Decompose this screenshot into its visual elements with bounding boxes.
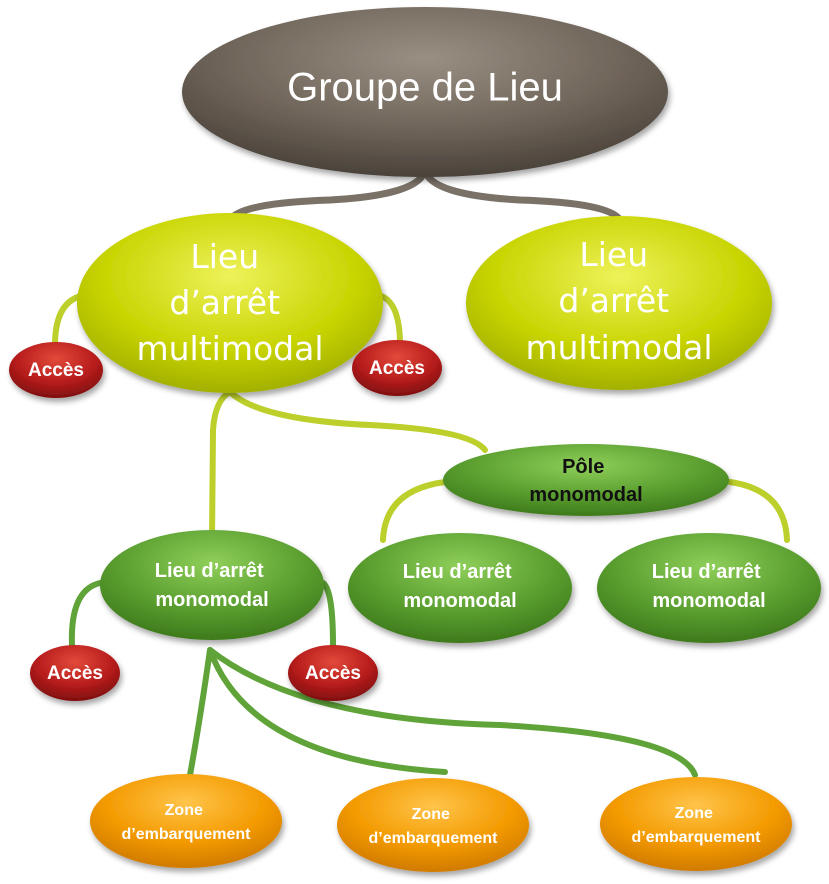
- zone-node-mid: [337, 778, 529, 872]
- monomodal-node-mid: [348, 533, 572, 643]
- pole-line-1: Pôle: [562, 456, 604, 478]
- multimodal-right-line-2: d’arrêt: [558, 281, 669, 320]
- acces-node-top-left: [9, 342, 103, 398]
- zone-node-right: [600, 777, 792, 871]
- acces-top-left-label: Accès: [28, 360, 84, 381]
- connectors: [52, 166, 790, 778]
- connector-monomodal-to-zone-left: [187, 647, 213, 778]
- pole-label: Pôle monomodal: [529, 456, 642, 506]
- acces-top-right-label: Accès: [369, 358, 425, 379]
- connector-pole-to-monomodal-mid: [380, 479, 448, 543]
- monomodal-mid-line-1: Lieu d’arrêt: [403, 561, 512, 583]
- zone-node-left: [90, 774, 282, 868]
- group-node: [182, 7, 668, 177]
- multimodal-right-line-1: Lieu: [579, 235, 648, 274]
- connector-multimodal-to-pole: [227, 389, 488, 453]
- multimodal-left-line-2: d’arrêt: [169, 283, 280, 322]
- acces-node-bottom-right: [288, 645, 378, 701]
- acces-bottom-left-label: Accès: [47, 663, 103, 684]
- multimodal-node-right: [466, 216, 772, 390]
- monomodal-mid-line-2: monomodal: [403, 590, 516, 612]
- multimodal-node-left: [77, 213, 383, 393]
- monomodal-left-line-1: Lieu d’arrêt: [155, 560, 264, 582]
- connector-monomodal-to-acces-right: [320, 580, 336, 648]
- group-label: Groupe de Lieu: [287, 66, 563, 110]
- monomodal-right-line-2: monomodal: [652, 590, 765, 612]
- acces-node-top-right: [352, 340, 442, 396]
- zone-mid-line-1: Zone: [412, 806, 450, 823]
- connector-group-to-multimodal: [226, 166, 624, 224]
- multimodal-left-line-3: multimodal: [136, 329, 323, 368]
- zone-right-line-1: Zone: [675, 805, 713, 822]
- connector-multimodal-to-monomodal: [209, 389, 233, 543]
- zone-right-label: Zone d’embarquement: [632, 805, 762, 846]
- connector-monomodal-to-acces-left: [68, 580, 103, 648]
- monomodal-left-label: Lieu d’arrêt monomodal: [155, 560, 269, 611]
- connector-pole-to-monomodal-right: [727, 479, 790, 543]
- multimodal-right-line-3: multimodal: [525, 328, 712, 367]
- monomodal-right-label: Lieu d’arrêt monomodal: [652, 561, 766, 612]
- zone-mid-line-2: d’embarquement: [369, 830, 499, 847]
- zone-left-line-2: d’embarquement: [122, 826, 252, 843]
- zone-right-line-2: d’embarquement: [632, 829, 762, 846]
- zone-left-line-1: Zone: [165, 802, 203, 819]
- multimodal-left-label: Lieu d’arrêt multimodal: [136, 237, 323, 368]
- acces-bottom-right-label: Accès: [305, 663, 361, 684]
- multimodal-left-line-1: Lieu: [190, 237, 259, 276]
- monomodal-right-line-1: Lieu d’arrêt: [652, 561, 761, 583]
- zone-left-label: Zone d’embarquement: [122, 802, 252, 843]
- pole-line-2: monomodal: [529, 484, 642, 506]
- acces-node-bottom-left: [30, 645, 120, 701]
- monomodal-mid-label: Lieu d’arrêt monomodal: [403, 561, 517, 612]
- pole-node: [443, 444, 729, 516]
- connector-monomodal-to-zone-right: [207, 647, 698, 778]
- monomodal-node-right: [597, 533, 821, 643]
- monomodal-node-left: [100, 530, 324, 640]
- monomodal-left-line-2: monomodal: [155, 589, 268, 611]
- zone-mid-label: Zone d’embarquement: [369, 806, 499, 847]
- multimodal-right-label: Lieu d’arrêt multimodal: [525, 235, 712, 367]
- connector-monomodal-to-zone-mid: [207, 647, 448, 775]
